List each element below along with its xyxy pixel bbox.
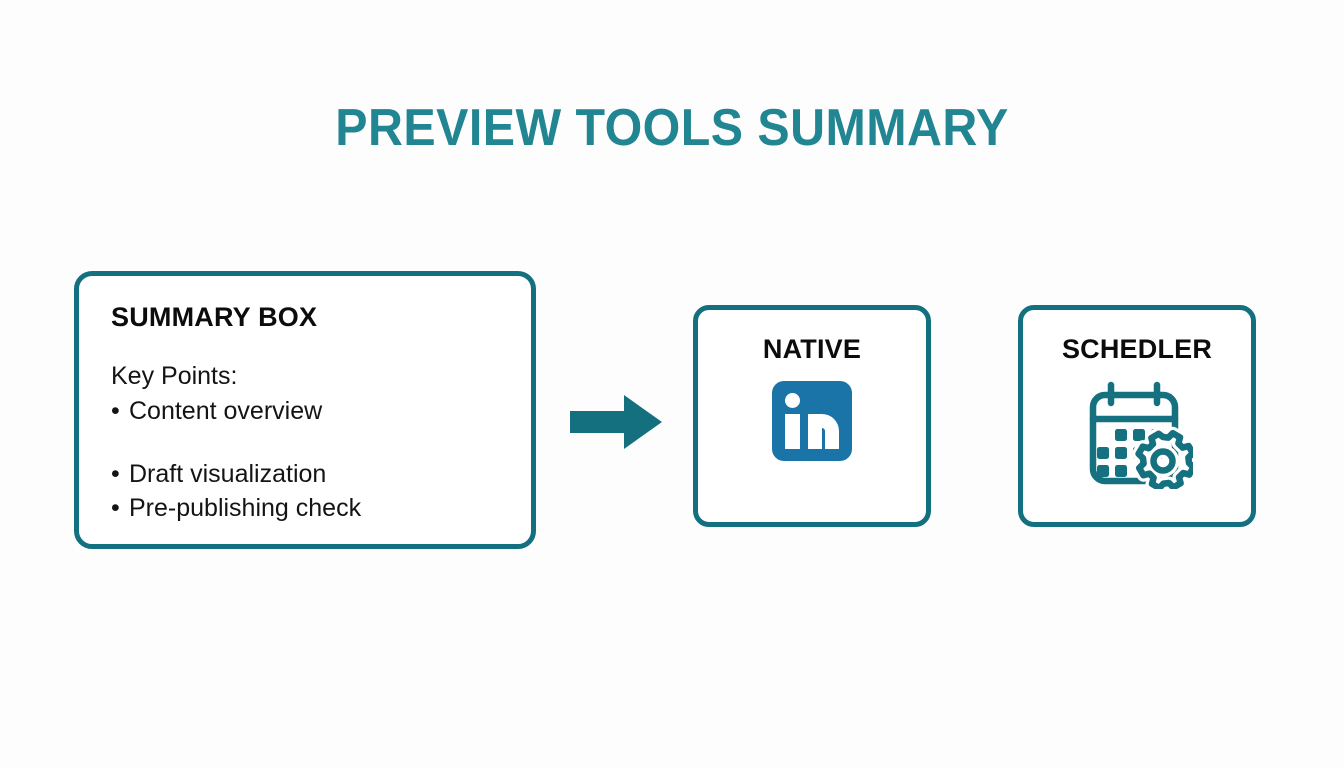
tool-card-icon-wrapper xyxy=(772,381,852,461)
tool-card-label: SCHEDLER xyxy=(1061,334,1213,364)
tool-card-native[interactable]: NATIVE xyxy=(693,305,931,527)
arrow-right-icon xyxy=(570,393,662,451)
linkedin-n-arch xyxy=(808,414,839,449)
tool-card-scheduler[interactable]: SCHEDLER xyxy=(1018,305,1256,527)
calendar-gear-icon xyxy=(1089,381,1193,489)
summary-box-heading: SUMMARY BOX xyxy=(111,302,318,332)
key-points-label: Key Points: xyxy=(111,362,238,391)
summary-box: SUMMARY BOX Key Points: Content overview… xyxy=(74,271,536,549)
linkedin-i-stem xyxy=(785,414,800,449)
linkedin-i-dot xyxy=(785,393,800,408)
linkedin-logo-icon xyxy=(772,381,852,461)
key-points-list: Content overview Draft visualization Pre… xyxy=(111,394,531,526)
list-item: Pre-publishing check xyxy=(111,491,531,526)
list-item: Draft visualization xyxy=(111,457,531,492)
tool-card-icon-wrapper xyxy=(1081,381,1193,489)
tool-card-label: NATIVE xyxy=(762,334,862,364)
list-item: Content overview xyxy=(111,394,531,429)
page-title: PREVIEW TOOLS SUMMARY xyxy=(335,99,1009,157)
